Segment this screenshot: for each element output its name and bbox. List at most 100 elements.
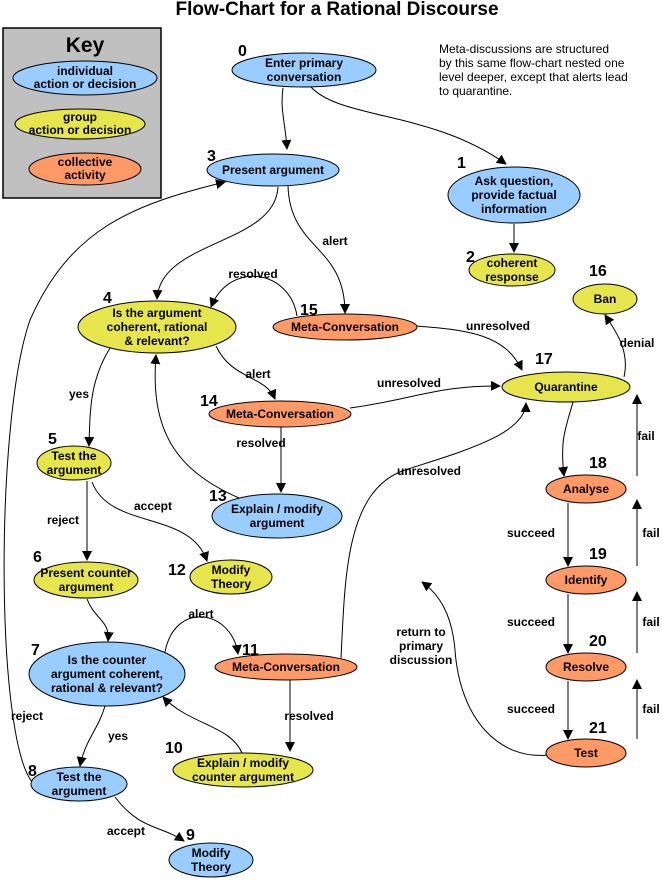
- key-item-label: collective: [58, 155, 113, 169]
- note-text: Meta-discussions are structured by this …: [439, 42, 628, 98]
- node-label: Modify: [192, 846, 231, 860]
- edge-label: unresolved: [466, 319, 530, 333]
- node-number: 0: [238, 43, 247, 60]
- note-line: by this same flow-chart nested one: [439, 56, 625, 70]
- node-label: Ban: [594, 292, 617, 306]
- edge-label: alert: [188, 607, 213, 621]
- node-number: 8: [28, 763, 37, 780]
- edge-0-3: [281, 87, 292, 150]
- node-label: conversation: [267, 70, 342, 84]
- edge-label: fail: [642, 702, 659, 716]
- node-label: Resolve: [563, 660, 609, 674]
- node-shape: [214, 653, 358, 681]
- node-shape: [189, 559, 273, 595]
- edge-10-7: [162, 696, 243, 754]
- node-shape: [168, 842, 254, 878]
- node-number: 14: [200, 393, 218, 410]
- node-shape: [545, 652, 627, 682]
- node-label: Meta-Conversation: [232, 660, 340, 674]
- key-item-label: group: [63, 110, 97, 124]
- node-label: Meta-Conversation: [291, 320, 399, 334]
- node-label: argument: [250, 516, 305, 530]
- edge-17-18: [558, 401, 574, 477]
- node-number: 9: [186, 827, 195, 844]
- node-shape: [501, 371, 631, 403]
- key-swatch: [14, 108, 146, 140]
- node-label: rational & relevant?: [51, 681, 163, 695]
- node-shape: [172, 752, 314, 788]
- key-item-label: individual: [57, 64, 113, 78]
- node-number: 13: [209, 488, 227, 505]
- edge-label: resolved: [236, 436, 285, 450]
- edge-11-17: [340, 402, 531, 659]
- node-label: response: [485, 270, 539, 284]
- node-shape: [545, 738, 627, 768]
- node-shape: [77, 300, 237, 354]
- node-shape: [272, 313, 418, 341]
- node-label: Test: [574, 746, 598, 760]
- edge-label: yes: [108, 729, 128, 743]
- node-label: coherent: [487, 256, 538, 270]
- node-label: Enter primary: [265, 56, 343, 70]
- edge-label: succeed: [507, 615, 555, 629]
- edge-label: succeed: [507, 702, 555, 716]
- node-shape: [206, 153, 340, 187]
- node-number: 11: [242, 642, 259, 659]
- edge-3-4: [152, 186, 279, 300]
- edge-label: denial: [620, 336, 655, 350]
- node-number: 12: [168, 562, 186, 579]
- node-number: 17: [535, 351, 553, 368]
- edge-5-12: [91, 481, 209, 562]
- node-label: Theory: [211, 577, 251, 591]
- key-swatch: [28, 152, 142, 186]
- edge-label: reject: [11, 709, 43, 723]
- node-label: Is the counter: [68, 653, 147, 667]
- edge-label: alert: [245, 367, 270, 381]
- edge-label: unresolved: [397, 464, 461, 478]
- node-shape: [447, 166, 581, 224]
- node-shape: [30, 766, 128, 802]
- node-14: Meta-Conversation 14: [200, 393, 352, 428]
- node-label: argument: [47, 463, 102, 477]
- node-label: Meta-Conversation: [226, 407, 334, 421]
- note-line: Meta-discussions are structured: [439, 42, 609, 56]
- node-shape: [208, 400, 352, 428]
- node-number: 18: [589, 455, 607, 472]
- node-label: Present argument: [222, 163, 324, 177]
- edge-3-15: [287, 185, 350, 314]
- node-label: counter argument: [192, 770, 294, 784]
- edges-layer: [3, 85, 642, 842]
- key-item-label: activity: [64, 168, 106, 182]
- edge-label: yes: [69, 387, 89, 401]
- node-label: coherent, rational: [107, 320, 208, 334]
- edge-label: reject: [47, 513, 79, 527]
- node-label: Theory: [191, 860, 231, 874]
- edge-17-16: [604, 314, 626, 378]
- node-label: argument: [59, 580, 114, 594]
- edge-13-4: [150, 354, 240, 499]
- edge-4-14: [215, 345, 277, 400]
- node-number: 3: [207, 148, 216, 165]
- node-shape: [28, 641, 186, 707]
- node-shape: [468, 253, 556, 287]
- edge-8-3: [3, 179, 226, 784]
- node-label: Is the argument: [112, 306, 201, 320]
- key-title: Key: [66, 34, 105, 57]
- node-label: Analyse: [563, 482, 609, 496]
- node-number: 6: [33, 549, 42, 566]
- edge-15-4: [209, 275, 298, 317]
- node-number: 2: [466, 249, 475, 266]
